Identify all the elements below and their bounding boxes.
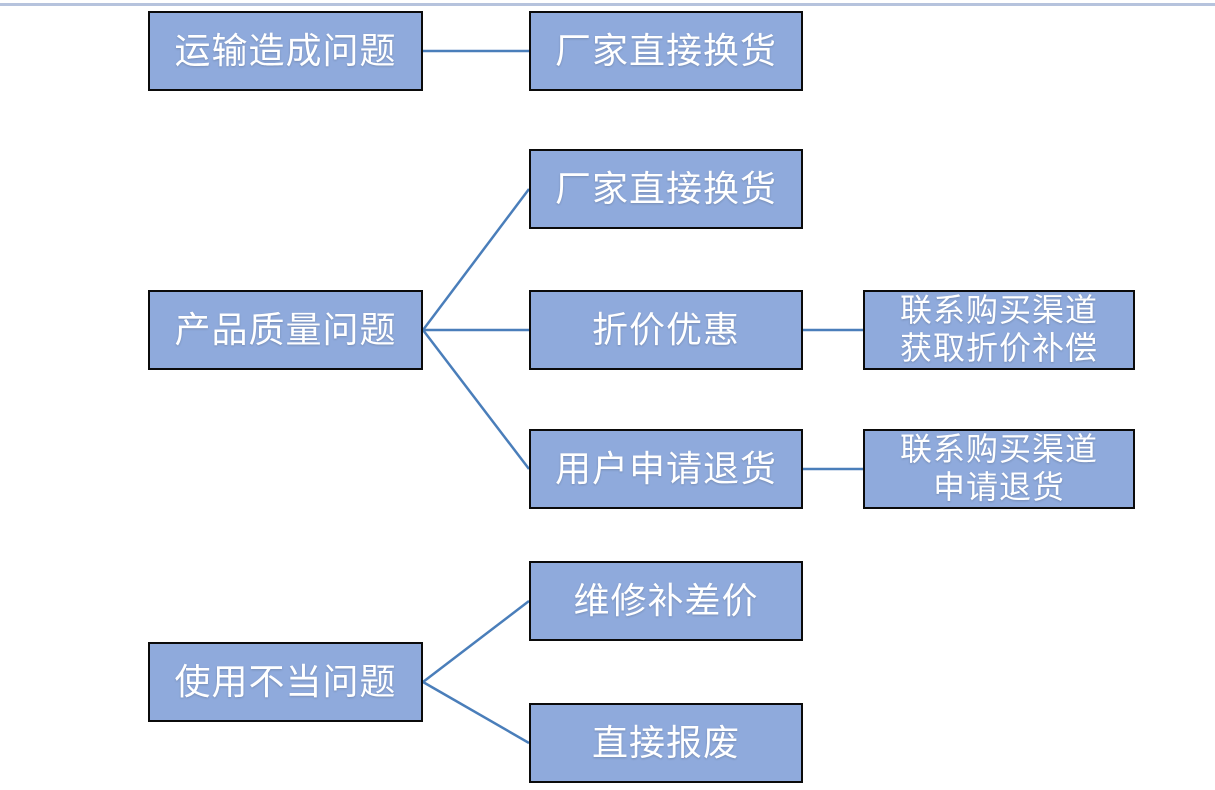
node-factory-exchange-top[interactable]: 厂家直接换货 xyxy=(529,11,803,91)
node-discount-offer[interactable]: 折价优惠 xyxy=(529,290,803,370)
node-user-return-request[interactable]: 用户申请退货 xyxy=(529,429,803,509)
node-repair-pay-difference[interactable]: 维修补差价 xyxy=(529,561,803,641)
node-contact-channel-return[interactable]: 联系购买渠道 申请退货 xyxy=(863,429,1135,509)
slide-top-border xyxy=(0,3,1215,6)
connector-quality-return xyxy=(422,329,530,470)
connector-misuse-repair xyxy=(422,600,530,683)
node-transport-problem[interactable]: 运输造成问题 xyxy=(148,11,423,91)
node-contact-channel-discount[interactable]: 联系购买渠道 获取折价补偿 xyxy=(863,290,1135,370)
connector-quality-exchange xyxy=(422,188,530,331)
connector-misuse-scrap xyxy=(422,680,530,745)
node-factory-exchange-quality[interactable]: 厂家直接换货 xyxy=(529,149,803,229)
node-quality-problem[interactable]: 产品质量问题 xyxy=(148,290,423,370)
node-misuse-problem[interactable]: 使用不当问题 xyxy=(148,642,423,722)
node-direct-scrap[interactable]: 直接报废 xyxy=(529,703,803,783)
